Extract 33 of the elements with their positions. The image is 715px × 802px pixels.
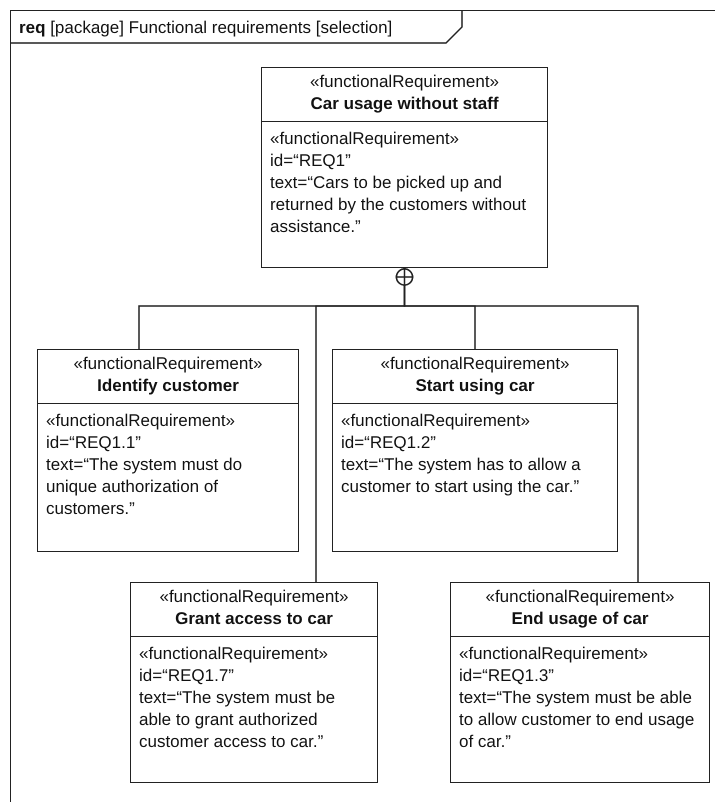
- requirement-name: Identify customer: [96, 375, 240, 397]
- stereotype-label: «functionalRequirement»: [270, 128, 460, 150]
- requirement-name: Car usage without staff: [310, 93, 500, 115]
- requirement-box: [37, 349, 299, 552]
- frame-title: req [package] Functional requirements [selection]: [19, 18, 392, 38]
- stereotype-label: «functionalRequirement»: [308, 71, 500, 93]
- property-text: text=“The system must do unique authorization of customers.”: [46, 454, 244, 520]
- property-text: id=“REQ1.7”: [139, 665, 235, 687]
- requirement-box: [130, 582, 378, 783]
- property-text: id=“REQ1.3”: [459, 665, 555, 687]
- property-text: id=“REQ1.2”: [341, 432, 437, 454]
- property-text: id=“REQ1.1”: [46, 432, 142, 454]
- property-text: text=“The system must be able to grant authorized customer access to car.”: [139, 687, 336, 753]
- stereotype-label: «functionalRequirement»: [379, 353, 570, 375]
- property-text: text=“The system has to allow a customer to start using the car.”: [341, 454, 582, 498]
- requirement-box: [261, 67, 548, 268]
- requirement-name: Grant access to car: [174, 608, 334, 630]
- package-frame: [10, 10, 715, 802]
- requirement-name: Start using car: [414, 375, 536, 397]
- stereotype-label: «functionalRequirement»: [459, 643, 650, 665]
- stereotype-label: «functionalRequirement»: [158, 586, 350, 608]
- stereotype-label: «functionalRequirement»: [72, 353, 264, 375]
- property-text: text=“Cars to be picked up and returned by the customers without assistance.”: [270, 172, 528, 238]
- stereotype-label: «functionalRequirement»: [46, 410, 236, 432]
- requirement-name: End usage of car: [510, 608, 650, 630]
- stereotype-label: «functionalRequirement»: [484, 586, 676, 608]
- requirement-box: [332, 349, 618, 552]
- containment-connector: [396, 268, 639, 582]
- stereotype-label: «functionalRequirement»: [139, 643, 330, 665]
- property-text: id=“REQ1”: [270, 150, 352, 172]
- requirement-box: [450, 582, 710, 783]
- property-text: text=“The system must be able to allow customer to end usage of car.”: [459, 687, 696, 753]
- stereotype-label: «functionalRequirement»: [341, 410, 532, 432]
